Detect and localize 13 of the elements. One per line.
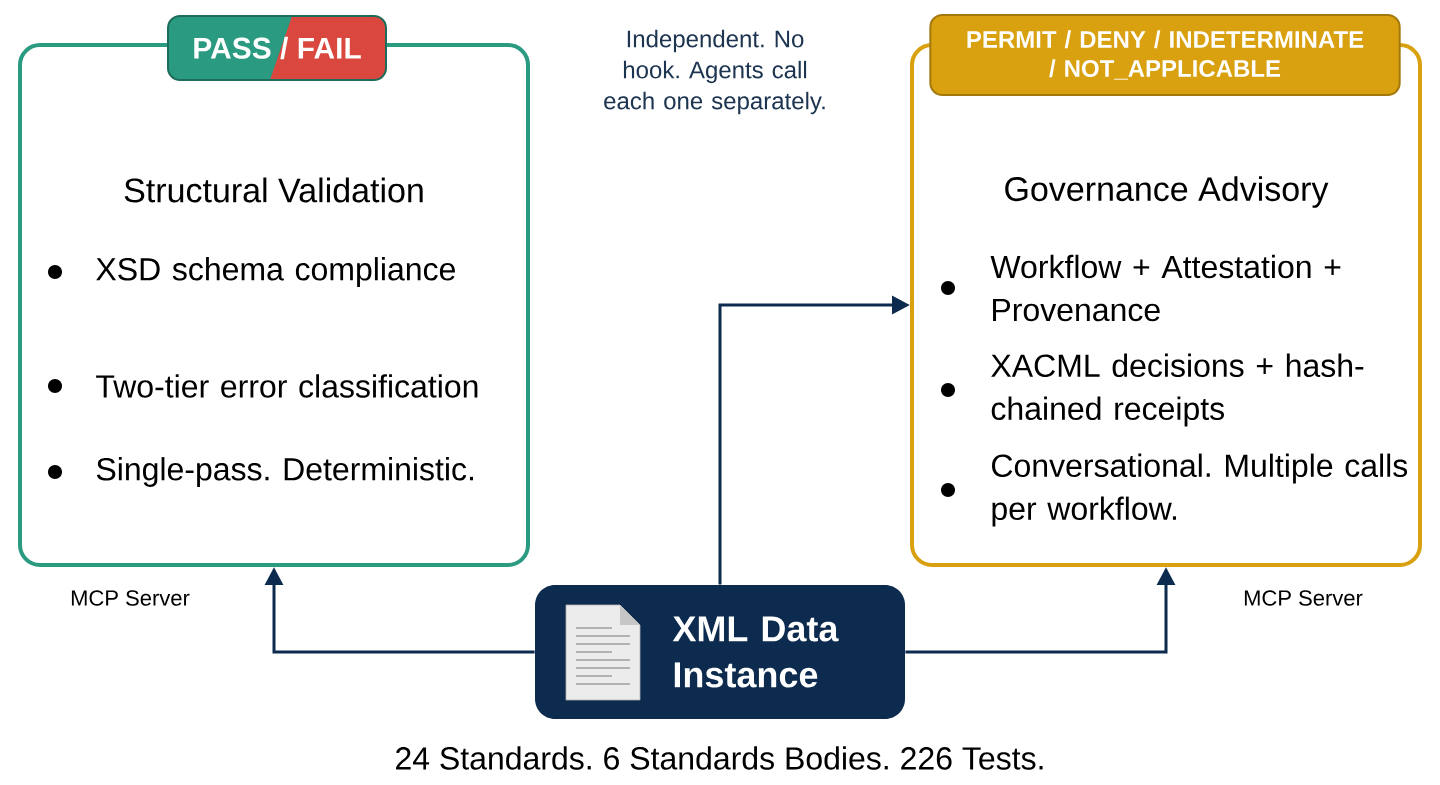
status-badge: PASS / FAIL [167,15,387,81]
bullet-item: Single-pass. Deterministic. [96,457,473,487]
bullet-item: Two-tier error classification [96,374,478,398]
status-badge: PERMIT / DENY / INDETERMINATE / NOT_APPLICABLE [929,14,1401,96]
subtitle: Structural Validation [124,177,423,203]
note: Independent. No hook. Agents call each one separately. [604,29,825,115]
subtitle: Governance Advisory [1005,176,1329,208]
bullet-item: XACML decisions + hash-chained receipts [991,353,1364,427]
bullet-item: XSD schema compliance [96,257,455,287]
channel-label: MCP Server [1244,590,1363,606]
channel-label: MCP Server [71,590,190,606]
bullet-item: Conversational. Multiple calls per workflow. [992,453,1408,527]
bullet-item: Workflow + Attestation + Provenance [990,254,1341,322]
